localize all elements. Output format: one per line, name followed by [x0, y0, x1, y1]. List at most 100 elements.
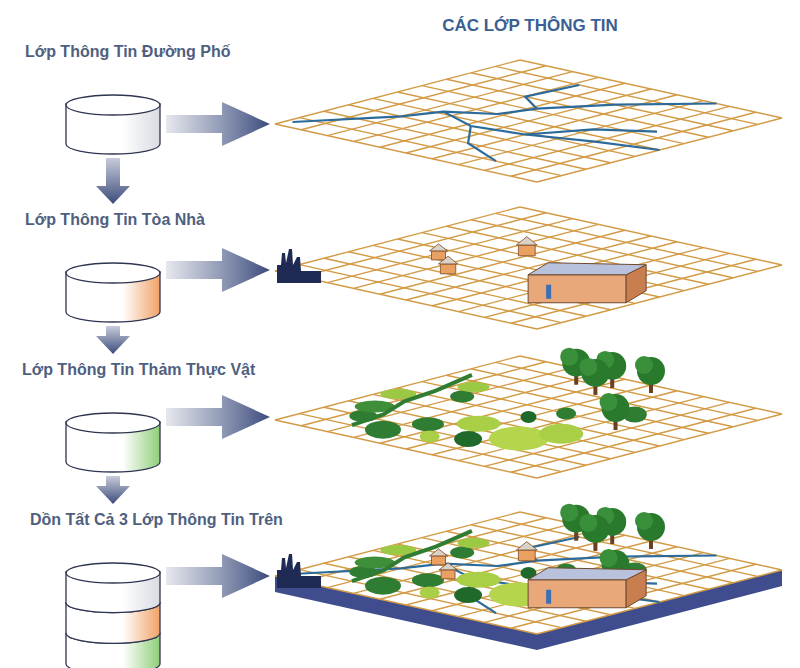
grid-line [520, 512, 782, 570]
tree-crown [600, 393, 618, 411]
house-icon [441, 570, 455, 579]
street-line [525, 85, 579, 109]
roof-icon [430, 244, 448, 251]
grid-line [432, 242, 677, 306]
tree-crown [635, 356, 653, 374]
grid-line [458, 248, 703, 312]
tree-crown [600, 549, 618, 567]
database-cylinder [65, 94, 163, 156]
grid-line [520, 207, 782, 265]
vegetation-patch [420, 587, 440, 599]
cylinder-wrap [65, 562, 161, 668]
cylinder-top [66, 413, 160, 433]
grid-line [471, 73, 733, 131]
tree-crown [560, 348, 578, 366]
layer-arrow [166, 395, 270, 439]
vegetation-patch [450, 546, 474, 558]
diagram-title: CÁC LỚP THÔNG TIN [400, 16, 660, 36]
database-node: Lớp Thông Tin Đường Phố [25, 42, 231, 154]
cylinder-top [66, 263, 160, 283]
vegetation-patch [458, 538, 490, 548]
tree-crown [579, 358, 597, 376]
house-icon [432, 556, 446, 565]
grid-line [496, 213, 758, 271]
door [546, 285, 551, 299]
building-roof [528, 568, 646, 580]
layer-heading: Lớp Thông Tin Thảm Thực Vật [22, 360, 255, 380]
grid-line [471, 220, 733, 278]
big-building [528, 580, 626, 608]
vegetation-patch [454, 587, 482, 603]
layer-heading: Lớp Thông Tin Tòa Nhà [25, 210, 205, 230]
cylinder-top [66, 95, 160, 115]
tree-crown [635, 512, 653, 530]
vegetation-patch [412, 573, 444, 587]
building-roof [528, 263, 646, 275]
vegetation-patch [457, 572, 501, 588]
grid-line [485, 106, 730, 170]
layer-heading: Lớp Thông Tin Đường Phố [25, 42, 231, 62]
grid-line [485, 253, 730, 317]
house-icon [518, 245, 535, 256]
vegetation-patch [556, 408, 576, 420]
database-cylinder [65, 412, 163, 474]
grid-line [496, 66, 758, 124]
layer-arrow [166, 102, 270, 146]
layer-arrow [166, 554, 270, 598]
roof-icon [438, 256, 457, 264]
house-icon [440, 264, 455, 274]
roof-icon [516, 237, 537, 245]
grid-line [511, 259, 756, 323]
factory-icon [277, 249, 321, 283]
database-node: Lớp Thông Tin Tòa Nhà [25, 210, 205, 322]
vegetation-patch [412, 417, 444, 431]
vegetation-patch [539, 424, 583, 444]
database-node: Lớp Thông Tin Thảm Thực Vật [22, 360, 255, 472]
street-line [293, 104, 717, 123]
vegetation-strip [352, 375, 472, 425]
down-arrow [96, 476, 130, 504]
database-cylinder [65, 562, 163, 668]
factory-icon [277, 554, 321, 588]
street-line [443, 112, 659, 150]
vegetation-strip [352, 531, 472, 581]
down-arrow [96, 158, 130, 204]
big-building [528, 275, 626, 303]
roof-icon [430, 549, 448, 556]
grid-line [301, 362, 546, 426]
vegetation-patch [365, 421, 401, 439]
house-icon [432, 251, 446, 260]
tree-crown [560, 504, 578, 522]
door [546, 590, 551, 604]
house-icon [518, 550, 535, 561]
street-line [525, 129, 657, 134]
grid-line [537, 414, 782, 478]
grid-line [422, 86, 684, 144]
roof-icon [516, 542, 537, 550]
vegetation-patch [458, 382, 490, 392]
layer-heading: Dồn Tất Cả 3 Lớp Thông Tin Trên [30, 510, 283, 530]
cylinder-wrap [65, 262, 161, 322]
database-cylinder [65, 262, 163, 324]
roof-icon [439, 563, 457, 570]
grid-line [511, 564, 756, 628]
cylinder-top [66, 563, 160, 583]
vegetation-patch [454, 431, 482, 447]
street-line [468, 126, 496, 161]
grid-line [520, 356, 782, 414]
grid-line [511, 112, 756, 176]
vegetation-patch [365, 577, 401, 595]
layer-arrow [166, 248, 270, 292]
vegetation-patch [457, 416, 501, 432]
down-arrow [96, 326, 130, 354]
cylinder-wrap [65, 412, 161, 472]
vegetation-patch [489, 427, 549, 451]
grid-line [432, 391, 677, 455]
cylinder-wrap [65, 94, 161, 154]
layer-plane [275, 512, 782, 634]
vegetation-patch [521, 411, 537, 423]
vegetation-patch [450, 390, 474, 402]
grid-line [520, 60, 782, 118]
grid-line [458, 101, 703, 165]
database-node: Dồn Tất Cả 3 Lớp Thông Tin Trên [30, 510, 283, 668]
